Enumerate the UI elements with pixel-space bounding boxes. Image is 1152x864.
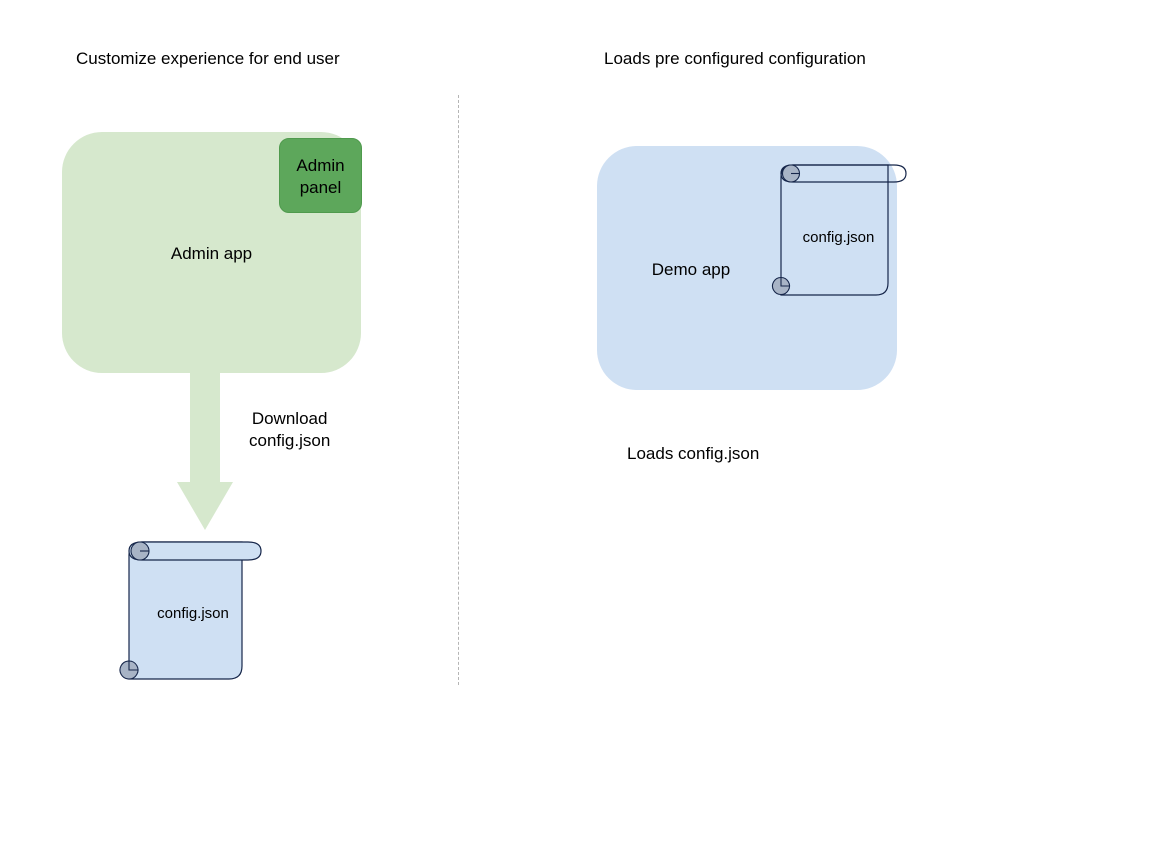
config-json-label-left: config.json — [157, 605, 229, 622]
right-section-title: Loads pre configured configuration — [604, 49, 866, 68]
download-arrow-label: Download config.json — [249, 409, 331, 450]
vertical-divider — [458, 95, 460, 685]
demo-app-label: Demo app — [651, 260, 731, 279]
download-arrow-icon — [177, 370, 233, 530]
loads-config-label: Loads config.json — [627, 444, 760, 463]
config-json-document-left[interactable] — [118, 528, 268, 693]
demo-app-box[interactable] — [597, 146, 897, 390]
left-section-title: Customize experience for end user — [76, 49, 340, 68]
admin-app-label: Admin app — [170, 244, 253, 263]
config-json-label-right: config.json — [802, 229, 875, 246]
admin-panel-label: Admin panel — [296, 156, 345, 197]
admin-panel-box[interactable] — [279, 138, 362, 213]
config-json-document-right[interactable] — [770, 152, 913, 308]
